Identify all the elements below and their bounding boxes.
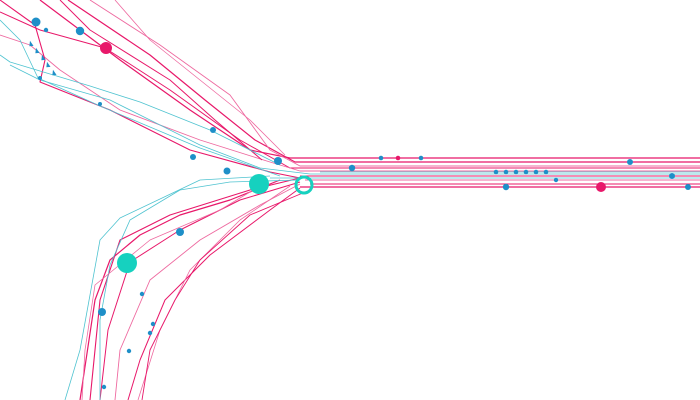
- hub-node: [249, 174, 269, 194]
- node-dot: [274, 157, 282, 165]
- node-dot: [38, 76, 42, 80]
- node-dot: [523, 169, 529, 175]
- node-dot: [596, 182, 606, 192]
- node-dot: [75, 26, 85, 36]
- node-dot: [553, 177, 559, 183]
- node-dot: [98, 308, 106, 316]
- network-line: [0, 11, 700, 169]
- node-dot: [101, 384, 107, 390]
- triangle-marker: [41, 54, 46, 61]
- network-line: [114, 0, 286, 156]
- node-dot: [223, 167, 231, 175]
- node-dot: [378, 155, 384, 161]
- network-line: [81, 185, 261, 400]
- node-dot: [627, 159, 633, 165]
- network-line: [0, 0, 301, 179]
- network-line: [99, 179, 301, 400]
- node-dot: [395, 155, 401, 161]
- network-line: [79, 179, 281, 400]
- node-dot: [147, 330, 153, 336]
- triangle-marker: [52, 69, 57, 76]
- node-group: [29, 17, 691, 390]
- node-dot: [150, 321, 156, 327]
- node-dot: [669, 173, 675, 179]
- network-line: [141, 189, 311, 400]
- network-line: [89, 0, 700, 167]
- network-line: [137, 185, 291, 400]
- network-line: [0, 19, 281, 177]
- node-dot: [31, 17, 41, 27]
- node-dot: [176, 228, 184, 236]
- node-dot: [502, 183, 510, 191]
- node-dot: [126, 348, 132, 354]
- node-dot: [43, 27, 49, 33]
- node-dot: [348, 164, 356, 172]
- triangle-marker: [35, 47, 40, 54]
- network-line: [99, 181, 301, 400]
- node-dot: [139, 291, 145, 297]
- node-dot: [685, 184, 691, 190]
- node-dot: [543, 169, 549, 175]
- node-dot: [503, 169, 509, 175]
- node-dot: [493, 169, 499, 175]
- node-dot-highlight: [100, 42, 112, 54]
- hub-ring: [294, 175, 314, 195]
- network-line: [0, 54, 281, 166]
- triangle-marker: [46, 61, 51, 68]
- network-line: [127, 187, 301, 400]
- node-dot: [210, 127, 216, 133]
- node-dot: [98, 102, 102, 106]
- lower-hub-node: [117, 253, 137, 273]
- network-line: [39, 0, 700, 159]
- node-dot: [190, 154, 196, 160]
- network-line: [59, 0, 263, 161]
- node-dot: [533, 169, 539, 175]
- network-line: [67, 0, 700, 163]
- node-dot: [418, 155, 424, 161]
- network-line: [64, 175, 271, 400]
- network-line: [0, 34, 700, 172]
- node-dot: [513, 169, 519, 175]
- triangle-marker: [29, 40, 34, 47]
